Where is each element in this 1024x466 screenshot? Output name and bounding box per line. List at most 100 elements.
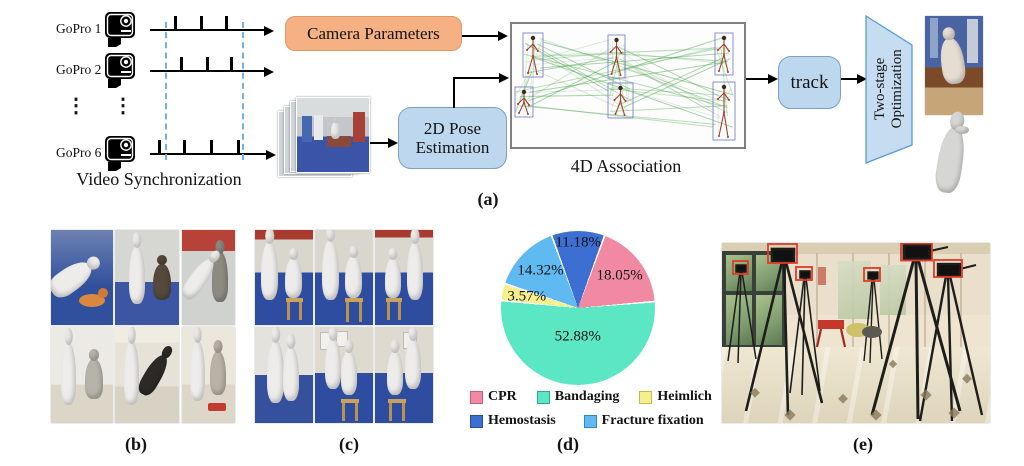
panel-b-label: (b) (125, 434, 147, 454)
mesh-result-image (927, 118, 975, 204)
tripods-overlay (727, 243, 984, 422)
association-panel (510, 22, 746, 149)
b-tile (182, 230, 235, 325)
optimization-line2: Optimization (889, 49, 905, 129)
timeline-gopro-2 (150, 54, 274, 77)
camera-marker-boxes (732, 243, 963, 282)
optimization-line1: Two-stage (872, 57, 889, 121)
panel-c-label: (c) (339, 434, 359, 454)
track-box: track (778, 56, 841, 109)
optimization-label: Two-stage Optimization (864, 13, 914, 165)
video-sync-title: Video Synchronization (76, 169, 242, 189)
timeline-ellipsis: ⋮ (113, 95, 133, 117)
c-tile (255, 327, 313, 423)
c-tile (375, 327, 433, 423)
legend-swatch (470, 414, 483, 428)
frame-tick (210, 140, 214, 153)
pose-estimation-box: 2D Pose Estimation (398, 107, 507, 169)
tripod (918, 262, 984, 422)
legend-item: CPR (470, 389, 517, 405)
legend-swatch (536, 390, 550, 404)
pie-slice-label: 11.18% (555, 234, 601, 251)
legend-swatch (583, 414, 597, 428)
b-tile (115, 327, 179, 423)
timeline-gopro-6 (150, 137, 276, 160)
b-tile (182, 327, 235, 423)
red-stool (815, 320, 847, 348)
pose-box-line1: 2D Pose (423, 118, 482, 138)
frame-tick (237, 140, 241, 153)
legend-label: Heimlich (657, 389, 712, 404)
panel-a-label: (a) (477, 189, 499, 209)
gopro-2-label: GoPro 2 (56, 62, 102, 77)
arrow-association-to-track (746, 72, 778, 85)
pie-slice-label: 3.57% (507, 288, 547, 305)
pose-box-line2: Estimation (415, 138, 490, 157)
b-tile (51, 327, 113, 423)
timeline-gopro-1 (150, 13, 274, 36)
sync-dashed-line-right (242, 22, 244, 160)
connector-pose-up (453, 78, 456, 108)
legend-item: Bandaging (536, 389, 620, 405)
arrow-frames-to-pose (370, 136, 398, 149)
legend-label: Hemostasis (488, 413, 556, 428)
pie-legend-row-2: Hemostasis Fracture fixation (470, 413, 704, 429)
track-label: track (790, 71, 829, 93)
floor-tile-dots (750, 359, 972, 421)
wall-poster (818, 267, 826, 285)
legend-label: CPR (488, 389, 517, 404)
input-frame-front (296, 97, 370, 173)
c-tile (375, 230, 433, 325)
optimization-trapezoid (865, 14, 913, 164)
legend-swatch (470, 390, 483, 404)
legend-item: Hemostasis (470, 413, 556, 429)
tripod (870, 243, 962, 420)
frame-tick (225, 16, 229, 29)
c-tile (315, 230, 373, 325)
legend-swatch (639, 390, 653, 404)
b-tile (115, 230, 179, 325)
panel-d-label: (d) (557, 434, 579, 454)
camera-parameters-label: Camera Parameters (307, 23, 440, 43)
pie-slice-label: 52.88% (554, 328, 601, 345)
arrow-pose-to-association (453, 71, 509, 84)
frame-tick (230, 57, 234, 70)
legend-item: Fracture fixation (583, 413, 704, 429)
pie-circle (501, 231, 655, 385)
gopro-camera-icon (105, 53, 135, 88)
association-graph (514, 32, 736, 141)
frame-tick (180, 57, 184, 70)
bag (862, 326, 882, 338)
gopro-camera-icon (105, 136, 135, 171)
sync-dashed-line-left (165, 22, 167, 160)
pie-legend-row-1: CPR Bandaging Heimlich (470, 389, 712, 405)
frame-tick (183, 140, 187, 153)
tripod (727, 264, 757, 364)
window-reflection (838, 261, 871, 319)
legend-item: Heimlich (639, 389, 712, 405)
camera-list-ellipsis: ⋮ (66, 95, 86, 117)
pie-chart: 18.05% 52.88% 3.57% 11.18% 14.32% (501, 231, 655, 385)
legend-label: Bandaging (554, 389, 620, 404)
frame-tick (199, 16, 203, 29)
arrow-params-to-association (462, 29, 508, 42)
tripod (863, 271, 883, 364)
gopro-6-label: GoPro 6 (56, 145, 102, 160)
tripod (789, 270, 821, 396)
arrow-track-to-optimization (841, 72, 867, 85)
capture-room-photo (722, 243, 990, 423)
frame-tick (174, 16, 178, 29)
pie-slice-label: 14.32% (517, 262, 564, 279)
camera-parameters-box: Camera Parameters (285, 16, 462, 51)
panel-e-label: (e) (853, 434, 873, 454)
frame-tick (205, 57, 209, 70)
pie-slice-label: 18.05% (596, 267, 643, 284)
b-tile-cpr (51, 230, 113, 325)
association-label: 4D Association (570, 156, 682, 176)
frame-tick (158, 140, 162, 153)
overlay-result-image (925, 16, 983, 115)
legend-label: Fracture fixation (601, 413, 704, 428)
tripod (744, 247, 824, 416)
gopro-1-label: GoPro 1 (56, 21, 102, 36)
